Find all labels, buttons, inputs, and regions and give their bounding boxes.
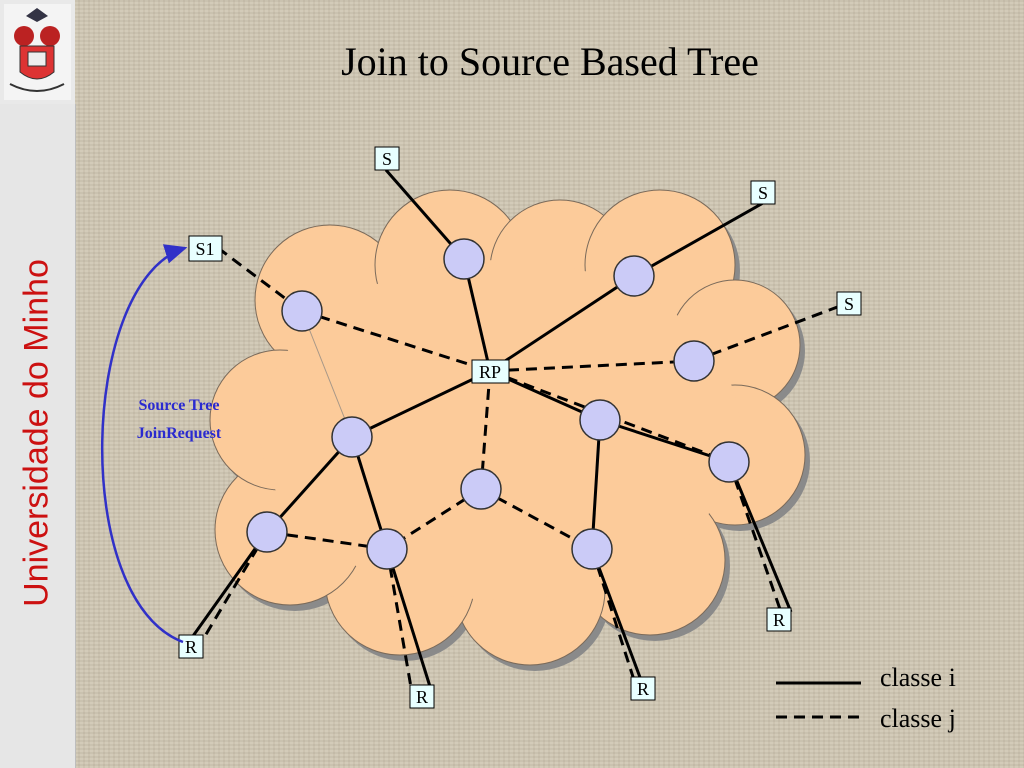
- join-request-arrow: [101, 244, 188, 644]
- sidebar-band: [0, 104, 76, 768]
- annotation-line-1: Source Tree: [138, 397, 219, 414]
- router-node: [246, 511, 288, 553]
- source-s-top: S: [374, 146, 400, 171]
- receiver-r-bottom-left: R: [409, 684, 435, 709]
- receiver-r-left: R: [178, 634, 204, 659]
- receiver-r-right: R: [766, 607, 792, 632]
- university-logo: [0, 0, 75, 104]
- router-node: [613, 255, 655, 297]
- cloud-body: [260, 260, 740, 600]
- svg-text:S1: S1: [195, 239, 214, 259]
- svg-text:R: R: [185, 637, 197, 657]
- source-s1: S1: [188, 235, 223, 262]
- router-node: [708, 441, 750, 483]
- router-node: [579, 399, 621, 441]
- svg-text:R: R: [773, 610, 785, 630]
- router-node: [331, 416, 373, 458]
- router-node: [571, 528, 613, 570]
- router-node: [281, 290, 323, 332]
- svg-text:RP: RP: [479, 362, 501, 382]
- svg-text:R: R: [416, 687, 428, 707]
- legend-solid-label: classe i: [880, 663, 956, 692]
- router-node: [366, 528, 408, 570]
- source-s-right-top: S: [750, 180, 776, 205]
- legend: classe i classe j: [776, 663, 956, 733]
- router-node: [673, 340, 715, 382]
- thin-link: [301, 310, 353, 438]
- legend-dashed-label: classe j: [880, 704, 956, 733]
- rendezvous-point: RP: [471, 359, 510, 384]
- svg-text:S: S: [758, 183, 768, 203]
- receiver-r-bottom-mid: R: [630, 676, 656, 701]
- router-node: [460, 468, 502, 510]
- annotation-line-2: JoinRequest: [137, 425, 222, 442]
- source-s-right: S: [836, 291, 862, 316]
- svg-text:S: S: [844, 294, 854, 314]
- svg-text:S: S: [382, 149, 392, 169]
- slide-title: Join to Source Based Tree: [341, 39, 759, 84]
- svg-text:R: R: [637, 679, 649, 699]
- router-node: [443, 238, 485, 280]
- sidebar: Universidade do Minho: [0, 0, 76, 768]
- router-nodes: [246, 238, 750, 570]
